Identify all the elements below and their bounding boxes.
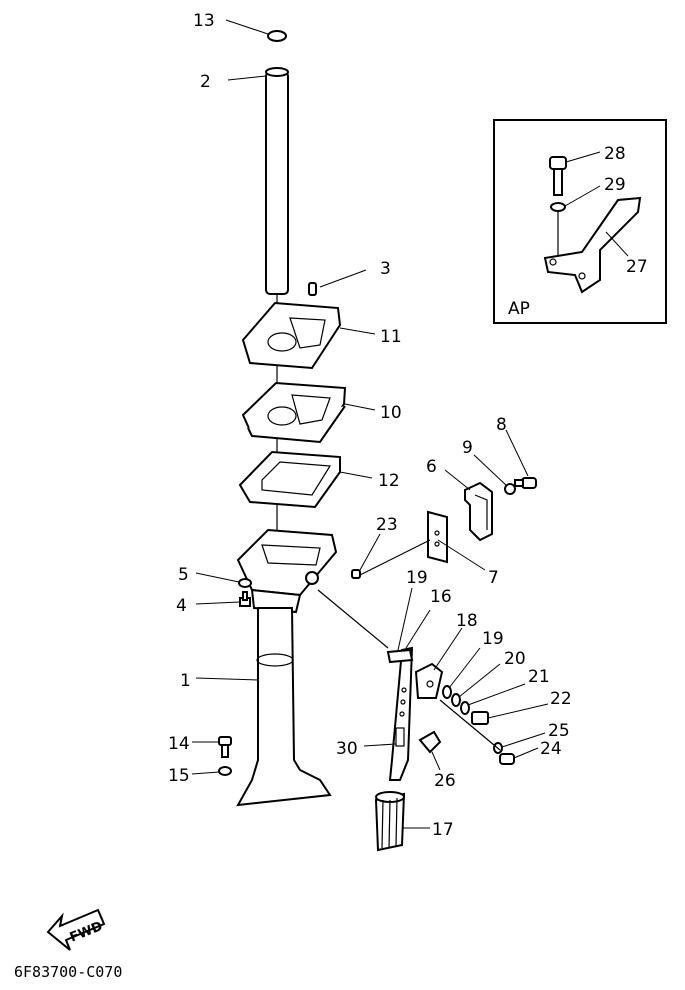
callout-12: 12 xyxy=(378,471,400,491)
callout-6: 6 xyxy=(426,457,437,477)
callout-19-b: 19 xyxy=(482,629,504,649)
part-19-clip-b xyxy=(442,685,452,699)
part-12-gasket xyxy=(238,450,341,509)
part-28-bolt xyxy=(549,156,567,196)
callout-17: 17 xyxy=(432,820,454,840)
callout-21: 21 xyxy=(528,667,550,687)
callout-26: 26 xyxy=(434,771,456,791)
callout-9: 9 xyxy=(462,438,473,458)
part-7-plate xyxy=(427,510,448,564)
callout-29: 29 xyxy=(604,175,626,195)
callout-16: 16 xyxy=(430,587,452,607)
part-2-drive-shaft xyxy=(265,67,289,295)
callout-14: 14 xyxy=(168,734,190,754)
inset-ap-frame xyxy=(493,119,667,324)
callout-11: 11 xyxy=(380,327,402,347)
part-29-washer xyxy=(550,202,566,212)
callout-20: 20 xyxy=(504,649,526,669)
callout-13: 13 xyxy=(193,11,215,31)
part-8-bolt xyxy=(514,477,537,489)
part-5-washer xyxy=(238,578,252,588)
callout-23: 23 xyxy=(376,515,398,535)
callout-7: 7 xyxy=(488,568,499,588)
callout-1: 1 xyxy=(180,671,191,691)
part-13-cap xyxy=(267,30,287,42)
part-1-upper-casing xyxy=(236,528,338,807)
callout-18: 18 xyxy=(456,611,478,631)
callout-15: 15 xyxy=(168,766,190,786)
part-11-gasket xyxy=(241,301,342,370)
callout-4: 4 xyxy=(176,596,187,616)
drawing-code: 6F83700-C070 xyxy=(14,963,122,981)
part-4-bolt xyxy=(239,591,251,607)
callout-24: 24 xyxy=(540,739,562,759)
part-26-bracket xyxy=(418,730,442,754)
callout-5: 5 xyxy=(178,565,189,585)
callout-8: 8 xyxy=(496,415,507,435)
callout-28: 28 xyxy=(604,144,626,164)
fwd-direction-badge: FWD xyxy=(46,908,106,951)
callout-19-a: 19 xyxy=(406,568,428,588)
part-21-bushing xyxy=(460,701,470,715)
callout-27: 27 xyxy=(626,257,648,277)
part-27-bracket xyxy=(543,196,642,294)
part-16-shift-rod xyxy=(388,646,414,781)
callout-22: 22 xyxy=(550,689,572,709)
part-23-fitting xyxy=(351,569,361,579)
part-3-dowel-pin xyxy=(308,282,317,296)
part-9-washer xyxy=(504,483,516,495)
callout-2: 2 xyxy=(200,72,211,92)
part-15-washer xyxy=(218,766,232,776)
part-24-screw xyxy=(499,753,515,765)
inset-label-ap: AP xyxy=(508,299,530,319)
part-18-lever xyxy=(414,662,444,699)
part-22-bolt xyxy=(471,711,489,725)
callout-25: 25 xyxy=(548,721,570,741)
callout-30: 30 xyxy=(336,739,358,759)
part-20-washer xyxy=(451,693,461,707)
part-19-clip xyxy=(386,648,414,664)
part-17-grip xyxy=(374,791,406,852)
callout-3: 3 xyxy=(380,259,391,279)
part-10-plate xyxy=(241,381,347,444)
callout-10: 10 xyxy=(380,403,402,423)
part-14-bolt xyxy=(218,736,232,758)
part-6-bracket xyxy=(464,481,493,542)
